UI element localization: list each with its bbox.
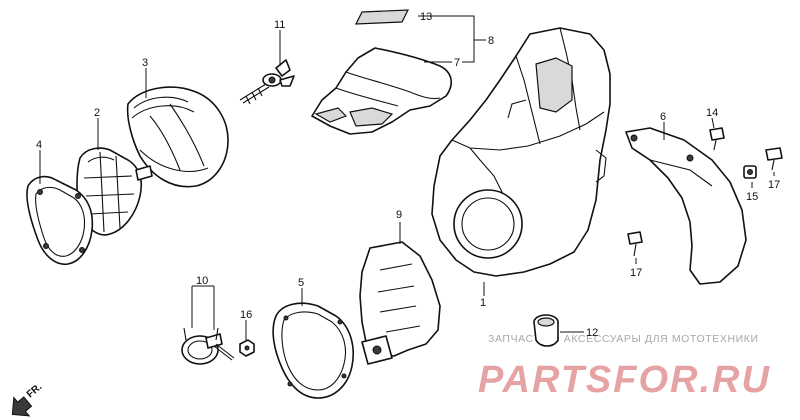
- callout-1: 1: [480, 297, 486, 309]
- part-3-filter-element: [126, 86, 229, 188]
- leader-lines: [39, 15, 775, 340]
- callout-3: 3: [142, 57, 148, 69]
- part-4-base-plate: [26, 175, 94, 265]
- part-6-side-cover: [625, 127, 747, 285]
- callout-15: 15: [746, 191, 758, 203]
- part-15-grommet: [743, 165, 757, 179]
- part-1-air-box: [431, 27, 611, 277]
- part-14-bolt: [709, 127, 725, 151]
- watermark-brand: PARTSFOR.RU: [478, 359, 771, 401]
- callout-labels: 1 2 3 4 5 6 7 8 9 10 11 12 13 14 15 16 1…: [36, 11, 780, 339]
- callout-17-lower: 17: [630, 267, 642, 279]
- watermark: ЗАПЧАСТИ И АКСЕССУАРЫ ДЛЯ МОТОТЕХНИКИ PA…: [478, 333, 771, 401]
- callout-8: 8: [488, 35, 494, 47]
- part-16-nut: [239, 339, 255, 357]
- callout-4: 4: [36, 139, 42, 151]
- part-9-intake-boot: [359, 241, 441, 365]
- callout-2: 2: [94, 107, 100, 119]
- callout-7: 7: [454, 57, 460, 69]
- callout-11: 11: [274, 19, 285, 31]
- callout-14: 14: [706, 107, 718, 119]
- callout-9: 9: [396, 209, 402, 221]
- part-13-seal: [355, 9, 409, 25]
- part-17-screw-right: [765, 147, 783, 171]
- part-12-plug: [533, 314, 559, 347]
- callout-6: 6: [660, 111, 666, 123]
- callout-10: 10: [196, 275, 208, 287]
- part-17-screw-lower: [627, 231, 643, 257]
- callout-5: 5: [298, 277, 304, 289]
- part-5-gasket: [272, 302, 354, 399]
- callout-17-right: 17: [768, 179, 780, 191]
- part-7-cover: [311, 47, 453, 135]
- front-direction-marker: FR.: [11, 381, 45, 417]
- part-10-clamp: [181, 327, 235, 365]
- watermark-caption: ЗАПЧАСТИ И АКСЕССУАРЫ ДЛЯ МОТОТЕХНИКИ: [488, 333, 759, 345]
- part-2-filter-cage: [76, 147, 153, 236]
- part-11-wing-bolt: [239, 59, 295, 105]
- front-direction-label: FR.: [25, 381, 45, 400]
- callout-12: 12: [586, 327, 598, 339]
- callout-13: 13: [420, 11, 432, 23]
- callout-16: 16: [240, 309, 252, 321]
